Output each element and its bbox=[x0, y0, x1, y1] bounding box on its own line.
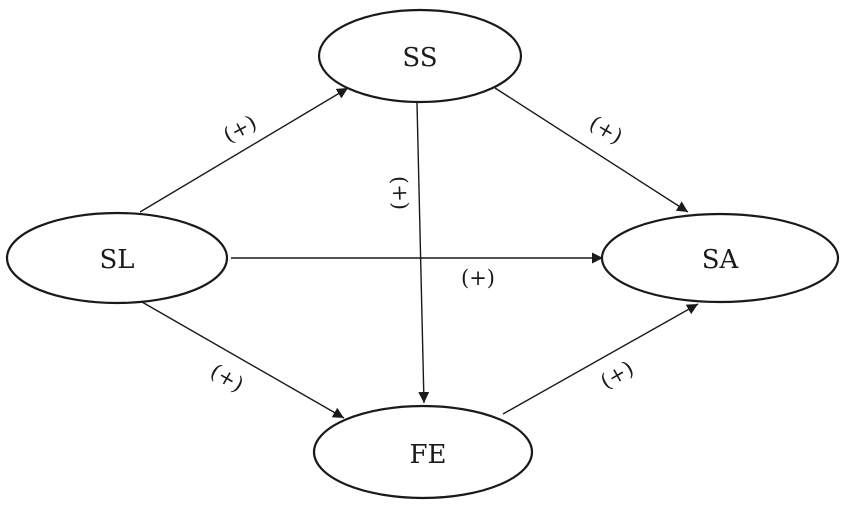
node-fe-label: FE bbox=[409, 440, 446, 470]
edge-label-sl-fe: (+) bbox=[206, 359, 247, 397]
edge-label-sl-ss: (+) bbox=[219, 110, 260, 147]
node-sa-label: SA bbox=[702, 245, 740, 275]
edge-label-fe-sa: (+) bbox=[596, 356, 637, 394]
node-ss-label: SS bbox=[402, 43, 437, 73]
arrow-sl-to-fe bbox=[141, 301, 345, 419]
arrow-sl-to-ss bbox=[139, 87, 349, 213]
node-sl: SL bbox=[5, 211, 229, 305]
edge-label-ss-sa: (+) bbox=[585, 111, 626, 149]
arrow-ss-to-fe bbox=[416, 102, 430, 404]
node-sl-label: SL bbox=[99, 245, 134, 275]
node-ss: SS bbox=[317, 8, 523, 104]
arrow-fe-to-sa bbox=[502, 303, 699, 415]
arrow-ss-to-sa bbox=[494, 87, 689, 213]
node-sa: SA bbox=[600, 212, 840, 304]
node-fe: FE bbox=[312, 404, 534, 500]
edge-label-sl-sa: (+) bbox=[461, 266, 495, 290]
edge-label-ss-fe: (+) bbox=[387, 176, 412, 211]
